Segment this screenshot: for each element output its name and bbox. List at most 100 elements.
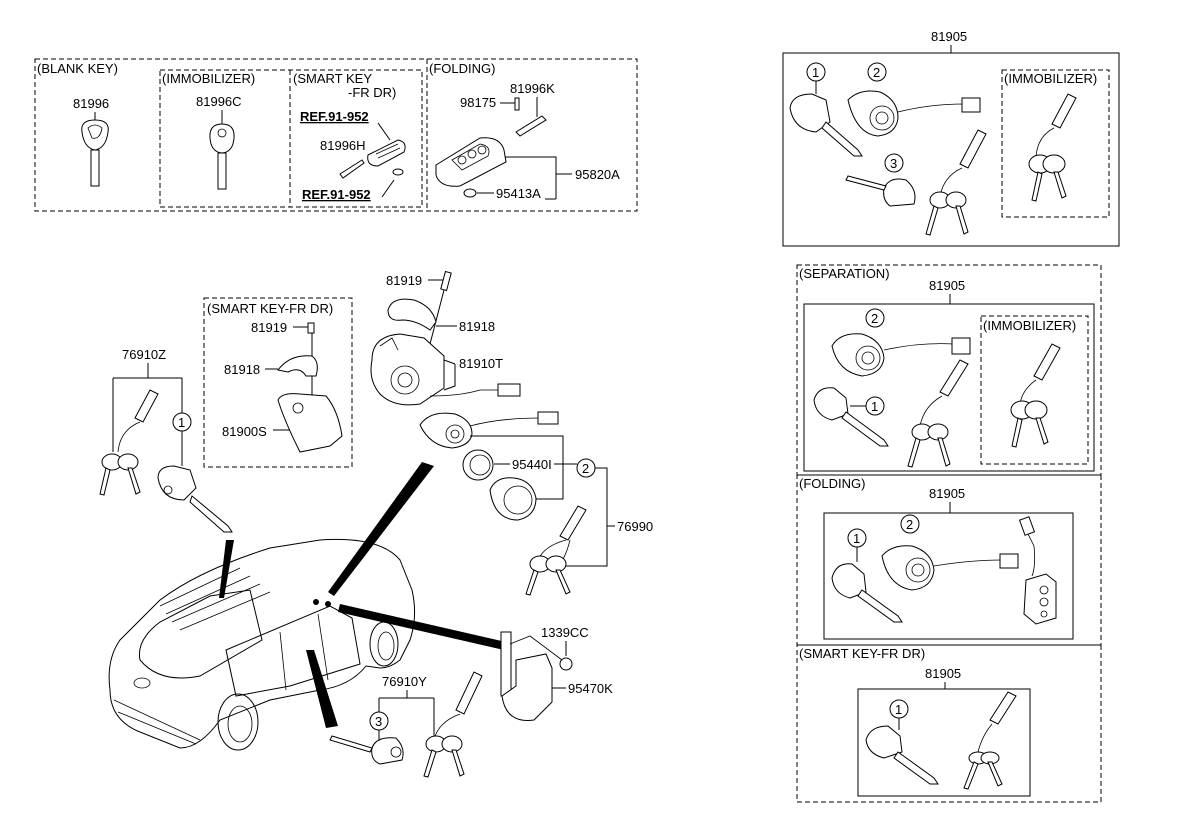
key-set-icon xyxy=(907,359,969,468)
antenna-module-icon xyxy=(500,631,563,721)
key-set-icon xyxy=(925,129,987,236)
part-81919-a[interactable]: 81919 xyxy=(251,320,287,335)
smart-key-fr-dr-label: (SMART KEY-FR DR) xyxy=(207,301,333,316)
immobilizer-smartkey-frame xyxy=(159,69,423,208)
part-81996K[interactable]: 81996K xyxy=(510,81,555,96)
screw-icon xyxy=(440,270,452,292)
kit1-part-81905[interactable]: 81905 xyxy=(931,29,967,44)
ref-91-952-top[interactable]: REF.91-952 xyxy=(300,109,369,124)
kit-panel-4 xyxy=(857,688,1031,797)
door-lock-cylinder-icon xyxy=(789,93,863,157)
nut-icon xyxy=(559,657,573,671)
key-cylinder-icon xyxy=(419,412,473,449)
illumination-ring-icon xyxy=(462,449,494,481)
part-81918-b[interactable]: 81918 xyxy=(459,319,495,334)
key-blade-icon xyxy=(515,115,547,137)
kit-panel-1 xyxy=(782,52,1120,247)
lock-housing-icon xyxy=(277,393,343,453)
kit3-part-81905[interactable]: 81905 xyxy=(929,486,965,501)
part-95470K[interactable]: 95470K xyxy=(568,681,613,696)
connector-icon xyxy=(497,383,521,397)
wire xyxy=(469,417,541,427)
part-81996[interactable]: 81996 xyxy=(73,96,109,111)
kit-panel-2 xyxy=(803,303,1095,472)
immobilizer-key-set-icon xyxy=(1010,343,1061,448)
part-81918-a[interactable]: 81918 xyxy=(224,362,260,377)
door-lock-cylinder-icon xyxy=(831,563,903,623)
callout-3-label: 3 xyxy=(375,714,382,729)
battery-icon xyxy=(463,188,477,198)
vehicle-illustration xyxy=(108,538,416,751)
part-76990[interactable]: 76990 xyxy=(617,519,653,534)
kit-panel-2-frame xyxy=(796,264,1102,476)
key-cylinder-icon xyxy=(847,90,981,137)
part-76910Z[interactable]: 76910Z xyxy=(122,347,166,362)
key-set-icon xyxy=(423,671,483,778)
blank-key-icon xyxy=(81,119,109,187)
bracket-icon xyxy=(277,355,318,377)
kit2-callout-1: 1 xyxy=(871,399,878,414)
folding-label: (FOLDING) xyxy=(429,61,495,76)
part-76910Y[interactable]: 76910Y xyxy=(382,674,427,689)
leader-band xyxy=(328,462,434,596)
part-95820A[interactable]: 95820A xyxy=(575,167,620,182)
key-set-icon xyxy=(525,505,587,596)
connector-icon xyxy=(537,411,559,425)
wire xyxy=(429,389,500,397)
bezel-icon xyxy=(489,477,537,521)
door-lock-cylinder-icon xyxy=(845,175,916,207)
kit3-callout-2: 2 xyxy=(906,517,913,532)
key-cylinder-icon xyxy=(881,545,1019,591)
door-lock-cylinder-icon xyxy=(813,387,889,447)
part-81900S[interactable]: 81900S xyxy=(222,424,267,439)
ref-91-952-bottom[interactable]: REF.91-952 xyxy=(302,187,371,202)
callout-1-label: 1 xyxy=(178,415,185,430)
kit2-immobilizer-label: (IMMOBILIZER) xyxy=(983,318,1076,333)
kit1-callout-3: 3 xyxy=(890,156,897,171)
bracket-icon xyxy=(387,298,437,331)
kit2-callout-2: 2 xyxy=(871,311,878,326)
part-81919-b[interactable]: 81919 xyxy=(386,273,422,288)
smart-key-label-1: (SMART KEY xyxy=(293,71,372,86)
folding-key-fob-icon xyxy=(1018,516,1057,625)
part-81996C[interactable]: 81996C xyxy=(196,94,242,109)
leader-band xyxy=(219,540,234,598)
ignition-switch-icon xyxy=(370,333,445,406)
door-lock-cylinder-icon xyxy=(157,465,233,533)
part-95440I[interactable]: 95440I xyxy=(512,457,552,472)
part-1339CC[interactable]: 1339CC xyxy=(541,625,589,640)
screw-icon xyxy=(307,322,315,334)
part-81910T[interactable]: 81910T xyxy=(459,356,503,371)
kit3-callout-1: 1 xyxy=(853,531,860,546)
kit1-callout-1: 1 xyxy=(812,65,819,80)
door-lock-cylinder-icon xyxy=(329,735,404,765)
smart-key-fr-dr-frame xyxy=(203,297,353,468)
smart-key-label-2: -FR DR) xyxy=(348,85,396,100)
kit4-part-81905[interactable]: 81905 xyxy=(925,666,961,681)
callout-1 xyxy=(172,412,192,432)
key-set-icon xyxy=(963,691,1017,790)
part-81996H[interactable]: 81996H xyxy=(320,138,366,153)
key-set-icon xyxy=(99,389,159,496)
folding-key-fob-icon xyxy=(435,137,507,187)
smart-key-fob-icon xyxy=(339,139,406,179)
door-lock-cylinder-icon xyxy=(865,725,939,785)
callout-3 xyxy=(369,711,389,731)
leader-band xyxy=(338,604,506,650)
callout-2-label: 2 xyxy=(582,461,589,476)
kit2-part-81905[interactable]: 81905 xyxy=(929,278,965,293)
blank-key-label: (BLANK KEY) xyxy=(37,61,118,76)
kit2-label: (SEPARATION) xyxy=(799,266,890,281)
immobilizer-key-icon xyxy=(209,123,235,190)
part-98175[interactable]: 98175 xyxy=(460,95,496,110)
part-95413A[interactable]: 95413A xyxy=(496,186,541,201)
immobilizer-label: (IMMOBILIZER) xyxy=(162,71,255,86)
leader-band xyxy=(306,650,338,728)
kit4-callout-1: 1 xyxy=(895,702,902,717)
key-group-frame xyxy=(34,58,638,212)
key-cylinder-icon xyxy=(831,333,971,377)
immobilizer-key-set-icon xyxy=(1028,93,1077,202)
kit1-callout-2: 2 xyxy=(873,65,880,80)
kit3-label: (FOLDING) xyxy=(799,476,865,491)
